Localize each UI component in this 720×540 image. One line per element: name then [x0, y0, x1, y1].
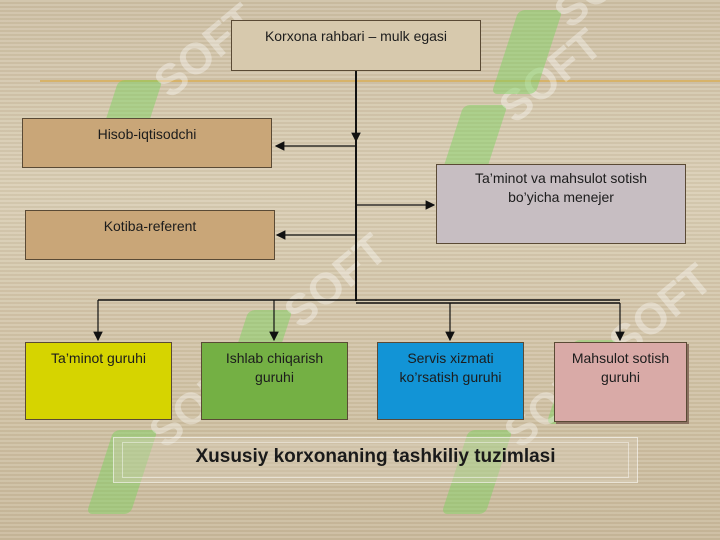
- group-box-sales: Mahsulot sotish guruhi: [554, 342, 687, 422]
- director-label: Korxona rahbari – mulk egasi: [264, 28, 448, 44]
- secretary-label: Kotiba-referent: [103, 218, 197, 234]
- manager-box: Ta’minot va mahsulot sotish bo’yicha men…: [436, 164, 686, 244]
- group-box-service: Servis xizmati ko’rsatish guruhi: [377, 342, 524, 420]
- secretary-box: Kotiba-referent: [25, 210, 275, 260]
- diagram-title: Xususiy korxonaning tashkiliy tuzimlasi: [195, 446, 556, 467]
- director-box: Korxona rahbari – mulk egasi: [231, 20, 481, 71]
- caption-frame: Xususiy korxonaning tashkiliy tuzimlasi: [113, 437, 638, 483]
- header-rule: [40, 80, 720, 82]
- accountant-label: Hisob-iqtisodchi: [97, 126, 197, 142]
- group-label: Ishlab chiqarish guruhi: [225, 350, 324, 385]
- group-box-supply: Ta’minot guruhi: [25, 342, 172, 420]
- manager-label: Ta’minot va mahsulot sotish bo’yicha men…: [475, 170, 647, 205]
- group-box-production: Ishlab chiqarish guruhi: [201, 342, 348, 420]
- group-label: Servis xizmati ko’rsatish guruhi: [399, 350, 502, 385]
- accountant-box: Hisob-iqtisodchi: [22, 118, 272, 168]
- group-label: Mahsulot sotish guruhi: [571, 350, 670, 385]
- group-label: Ta’minot guruhi: [51, 350, 146, 366]
